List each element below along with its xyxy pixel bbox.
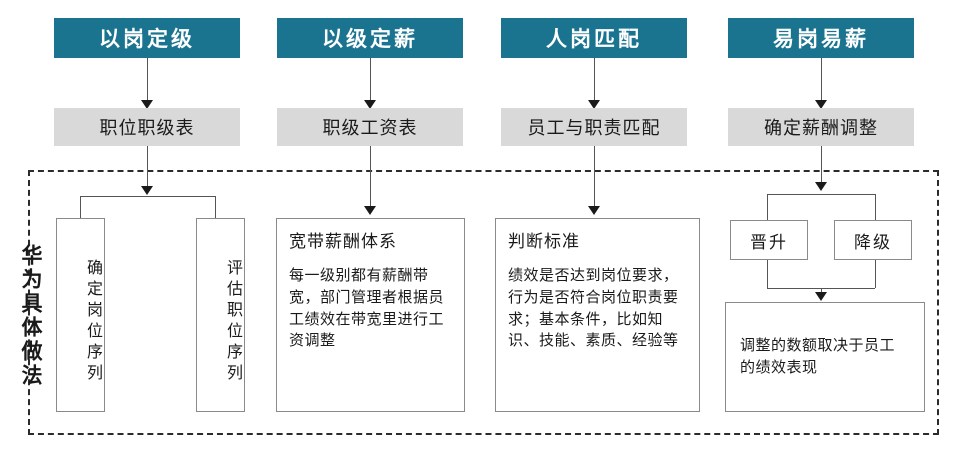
arrow-head-1 [141,100,153,109]
result-box-col4-label: 调整的数额取决于员工的绩效表现 [740,337,896,377]
header-box-1: 以岗定级 [54,18,240,58]
vertical-box-1-label: 确定岗位序列 [84,259,101,385]
branch-box-promotion: 晋升 [730,220,808,260]
detail-box-col2-body: 每一级别都有薪酬带宽，部门管理者根据员工绩效在带宽里进行工资调整 [289,268,445,350]
subheader-box-1: 职位职级表 [54,108,240,146]
connector-line-col2-down [370,146,371,208]
merge-left-col4 [767,260,768,288]
detail-box-col2-title: 宽带薪酬体系 [289,232,397,251]
connector-line-2 [370,58,371,104]
detail-box-col3-title: 判断标准 [508,232,580,251]
vertical-box-1: 确定岗位序列 [56,218,105,412]
connector-line-col4-down [821,146,822,186]
detail-box-col3-body: 绩效是否达到岗位要求，行为是否符合岗位职责要求；基本条件，比如知识、技能、素质、… [508,268,679,350]
bracket-right-col4 [875,194,876,220]
detail-box-col3: 判断标准 绩效是否达到岗位要求，行为是否符合岗位职责要求；基本条件，比如知识、技… [495,218,700,412]
subheader-box-4: 确定薪酬调整 [728,108,914,146]
arrow-head-col3 [588,206,600,215]
arrow-head-col4 [815,182,827,191]
bracket-top-col4 [767,194,875,195]
vertical-box-2: 评估职位序列 [196,218,245,412]
bracket-top-col1 [80,196,215,197]
connector-line-4 [821,58,822,104]
bracket-right-col1 [215,196,216,218]
arrow-head-col1 [141,186,153,195]
connector-line-col1-down [147,146,148,190]
header-box-3: 人岗匹配 [501,18,687,58]
header-box-2: 以级定薪 [277,18,463,58]
detail-box-col2: 宽带薪酬体系 每一级别都有薪酬带宽，部门管理者根据员工绩效在带宽里进行工资调整 [276,218,465,412]
header-box-4: 易岗易薪 [728,18,914,58]
merge-right-col4 [875,260,876,288]
connector-line-1 [147,58,148,104]
arrow-head-2 [364,100,376,109]
huawei-practice-region [28,170,939,435]
connector-line-col3-down [594,146,595,208]
arrow-head-col2 [364,206,376,215]
subheader-box-3: 员工与职责匹配 [501,108,687,146]
branch-box-demotion: 降级 [834,220,912,260]
subheader-box-2: 职级工资表 [277,108,463,146]
side-label-huawei-practice: 华为具体做法 [19,244,43,388]
arrow-head-col4-result [815,292,827,301]
arrow-head-3 [588,100,600,109]
result-box-col4: 调整的数额取决于员工的绩效表现 [725,302,925,412]
arrow-head-4 [815,100,827,109]
vertical-box-2-label: 评估职位序列 [224,259,241,385]
bracket-left-col1 [80,196,81,218]
connector-line-3 [594,58,595,104]
bracket-left-col4 [767,194,768,220]
